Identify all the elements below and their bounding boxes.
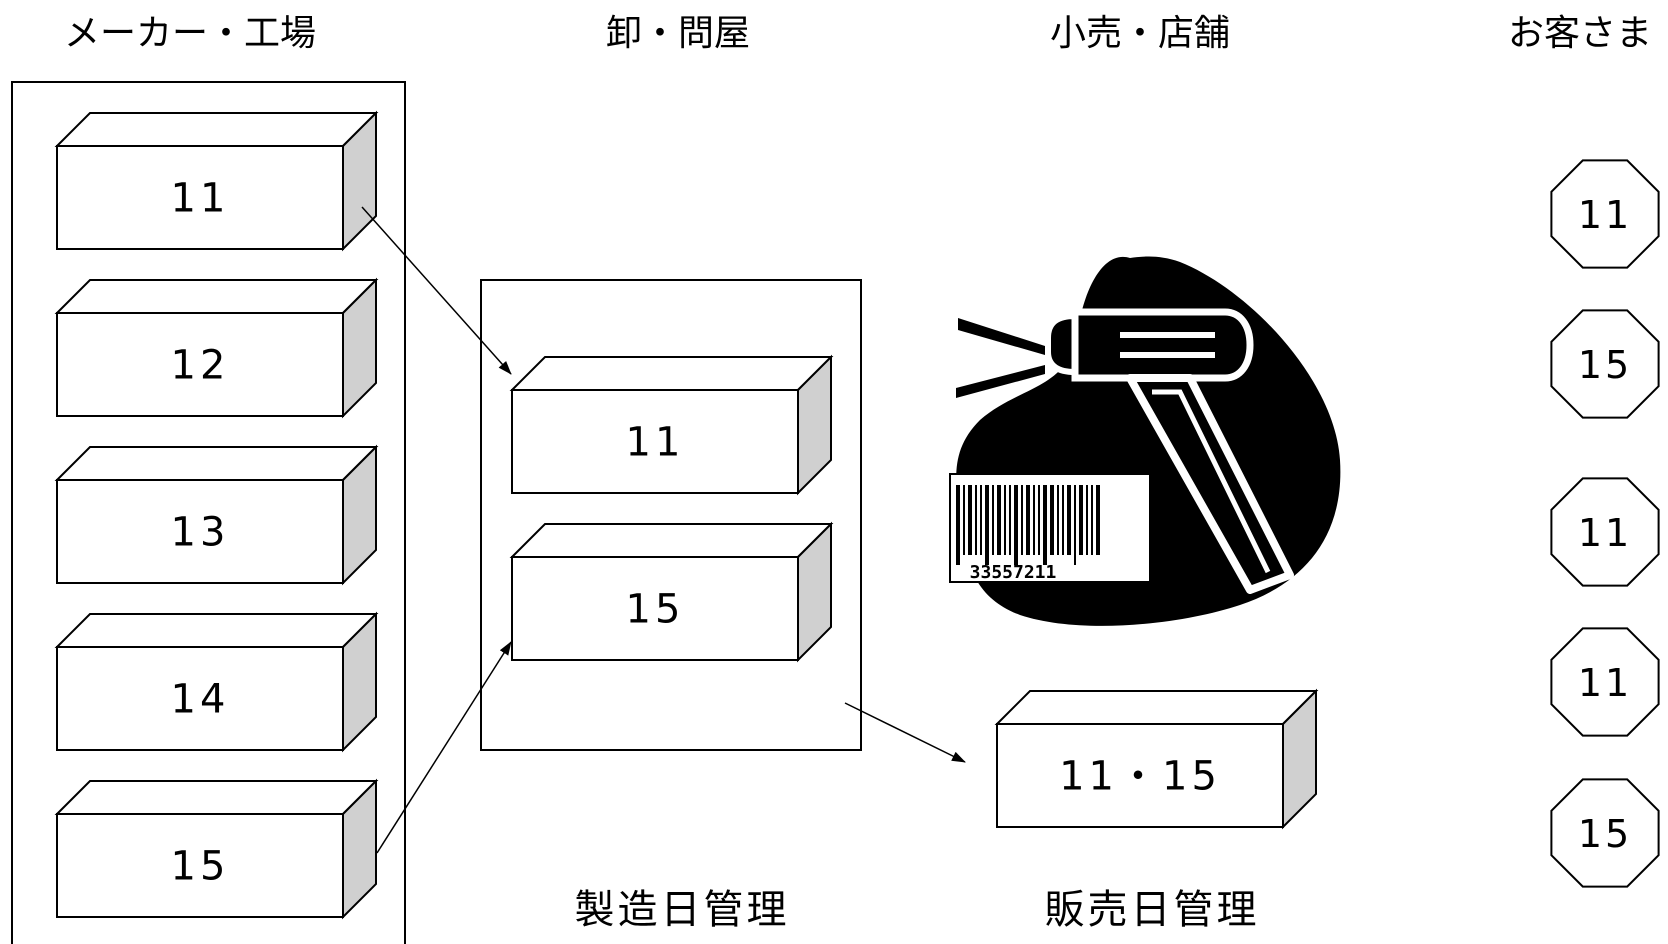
wholesale-box-2: 15 — [509, 521, 834, 663]
maker-box-5-top-face — [54, 780, 379, 815]
wholesale-box-2-label: 15 — [626, 587, 685, 633]
barcode-bar — [1086, 485, 1088, 555]
maker-box-2-label: 12 — [171, 343, 230, 389]
customer-item-label: 11 — [1578, 193, 1632, 237]
barcode-bar — [1057, 485, 1059, 555]
customer-item-octagon — [1550, 627, 1660, 737]
customer-item-octagon — [1550, 778, 1660, 888]
barcode-bar — [1050, 485, 1054, 555]
barcode-bar — [1079, 485, 1083, 555]
maker-box-4-front-face — [56, 646, 344, 751]
maker-box-3-top-face — [54, 446, 379, 481]
maker-box-1-label: 11 — [171, 176, 230, 222]
customer-item-label: 11 — [1578, 661, 1632, 705]
customer-item-label: 15 — [1578, 812, 1632, 856]
barcode-scanner-icon: 33557211 — [949, 256, 1341, 626]
barcode-bar — [1067, 485, 1071, 555]
barcode-bar — [1004, 485, 1006, 555]
maker-box-group: 11 12 13 14 15 — [54, 110, 379, 920]
maker-container — [11, 81, 406, 944]
customer-item-octagon — [1550, 159, 1660, 269]
barcode-bar — [1021, 485, 1023, 555]
caption-manufacture-date: 製造日管理 — [575, 887, 790, 933]
wholesale-container — [480, 279, 862, 751]
barcode-bar — [992, 485, 994, 555]
barcode-bars — [956, 485, 1100, 565]
maker-box-1: 11 — [54, 110, 379, 252]
barcode-bar — [963, 485, 965, 555]
barcode-bar — [1062, 485, 1064, 555]
wholesale-box-1-label: 11 — [626, 420, 685, 466]
barcode-bar — [956, 485, 960, 565]
arrow-wholesale-to-retail — [844, 702, 966, 763]
customer-item-label: 15 — [1578, 343, 1632, 387]
wholesale-box-1-top-face — [509, 356, 834, 391]
retail-box: 11・15 — [994, 688, 1319, 830]
customer-item-label: 11 — [1578, 511, 1632, 555]
maker-box-3: 13 — [54, 444, 379, 586]
barcode-bar — [1096, 485, 1100, 555]
barcode-bar — [985, 485, 989, 565]
customer-item-4: 11 — [1550, 627, 1660, 737]
retail-box-front-face — [996, 723, 1284, 828]
wholesale-box-2-front-face — [511, 556, 799, 661]
customer-item-octagon — [1550, 477, 1660, 587]
column-title-wholesale: 卸・問屋 — [606, 13, 750, 54]
customer-item-group: 11 15 11 11 15 — [1550, 159, 1660, 888]
maker-box-2-front-face — [56, 312, 344, 417]
caption-sales-date: 販売日管理 — [1045, 887, 1260, 933]
retail-box-label: 11・15 — [1059, 754, 1221, 800]
arrow-maker-11-to-wholesale — [361, 206, 512, 375]
maker-box-2-top-face — [54, 279, 379, 314]
barcode-bar — [968, 485, 972, 555]
maker-box-4-top-face — [54, 613, 379, 648]
barcode-bar — [1074, 485, 1076, 565]
column-title-customer: お客さま — [1508, 13, 1652, 54]
barcode-bar — [1043, 485, 1047, 565]
retail-box-top-face — [994, 690, 1319, 725]
maker-box-3-label: 13 — [171, 510, 230, 556]
maker-box-5-label: 15 — [171, 844, 230, 890]
customer-item-octagon — [1550, 309, 1660, 419]
wholesale-box-1-front-face — [511, 389, 799, 494]
maker-box-2: 12 — [54, 277, 379, 419]
maker-box-5-front-face — [56, 813, 344, 918]
maker-box-5: 15 — [54, 778, 379, 920]
customer-item-3: 11 — [1550, 477, 1660, 587]
barcode-bar — [1038, 485, 1040, 555]
barcode-bar — [997, 485, 1001, 555]
maker-box-1-front-face — [56, 145, 344, 250]
barcode-bar — [975, 485, 977, 555]
column-title-maker: メーカー・工場 — [64, 13, 316, 54]
column-title-retail: 小売・店舗 — [1050, 13, 1230, 54]
arrow-maker-15-to-wholesale — [376, 641, 512, 854]
wholesale-box-1: 11 — [509, 354, 834, 496]
maker-box-4: 14 — [54, 611, 379, 753]
barcode-bar — [1009, 485, 1011, 555]
maker-box-1-top-face — [54, 112, 379, 147]
customer-item-1: 11 — [1550, 159, 1660, 269]
customer-item-2: 15 — [1550, 309, 1660, 419]
retail-box-group: 11・15 — [994, 688, 1319, 830]
wholesale-box-group: 11 15 — [509, 354, 834, 663]
barcode-bar — [1033, 485, 1035, 555]
barcode-bar — [1014, 485, 1018, 565]
barcode-bar — [1091, 485, 1093, 555]
maker-box-3-front-face — [56, 479, 344, 584]
barcode-bar — [980, 485, 982, 555]
wholesale-box-2-top-face — [509, 523, 834, 558]
maker-box-4-label: 14 — [171, 677, 230, 723]
barcode-number: 33557211 — [970, 562, 1057, 583]
barcode-bar — [1026, 485, 1030, 555]
customer-item-5: 15 — [1550, 778, 1660, 888]
